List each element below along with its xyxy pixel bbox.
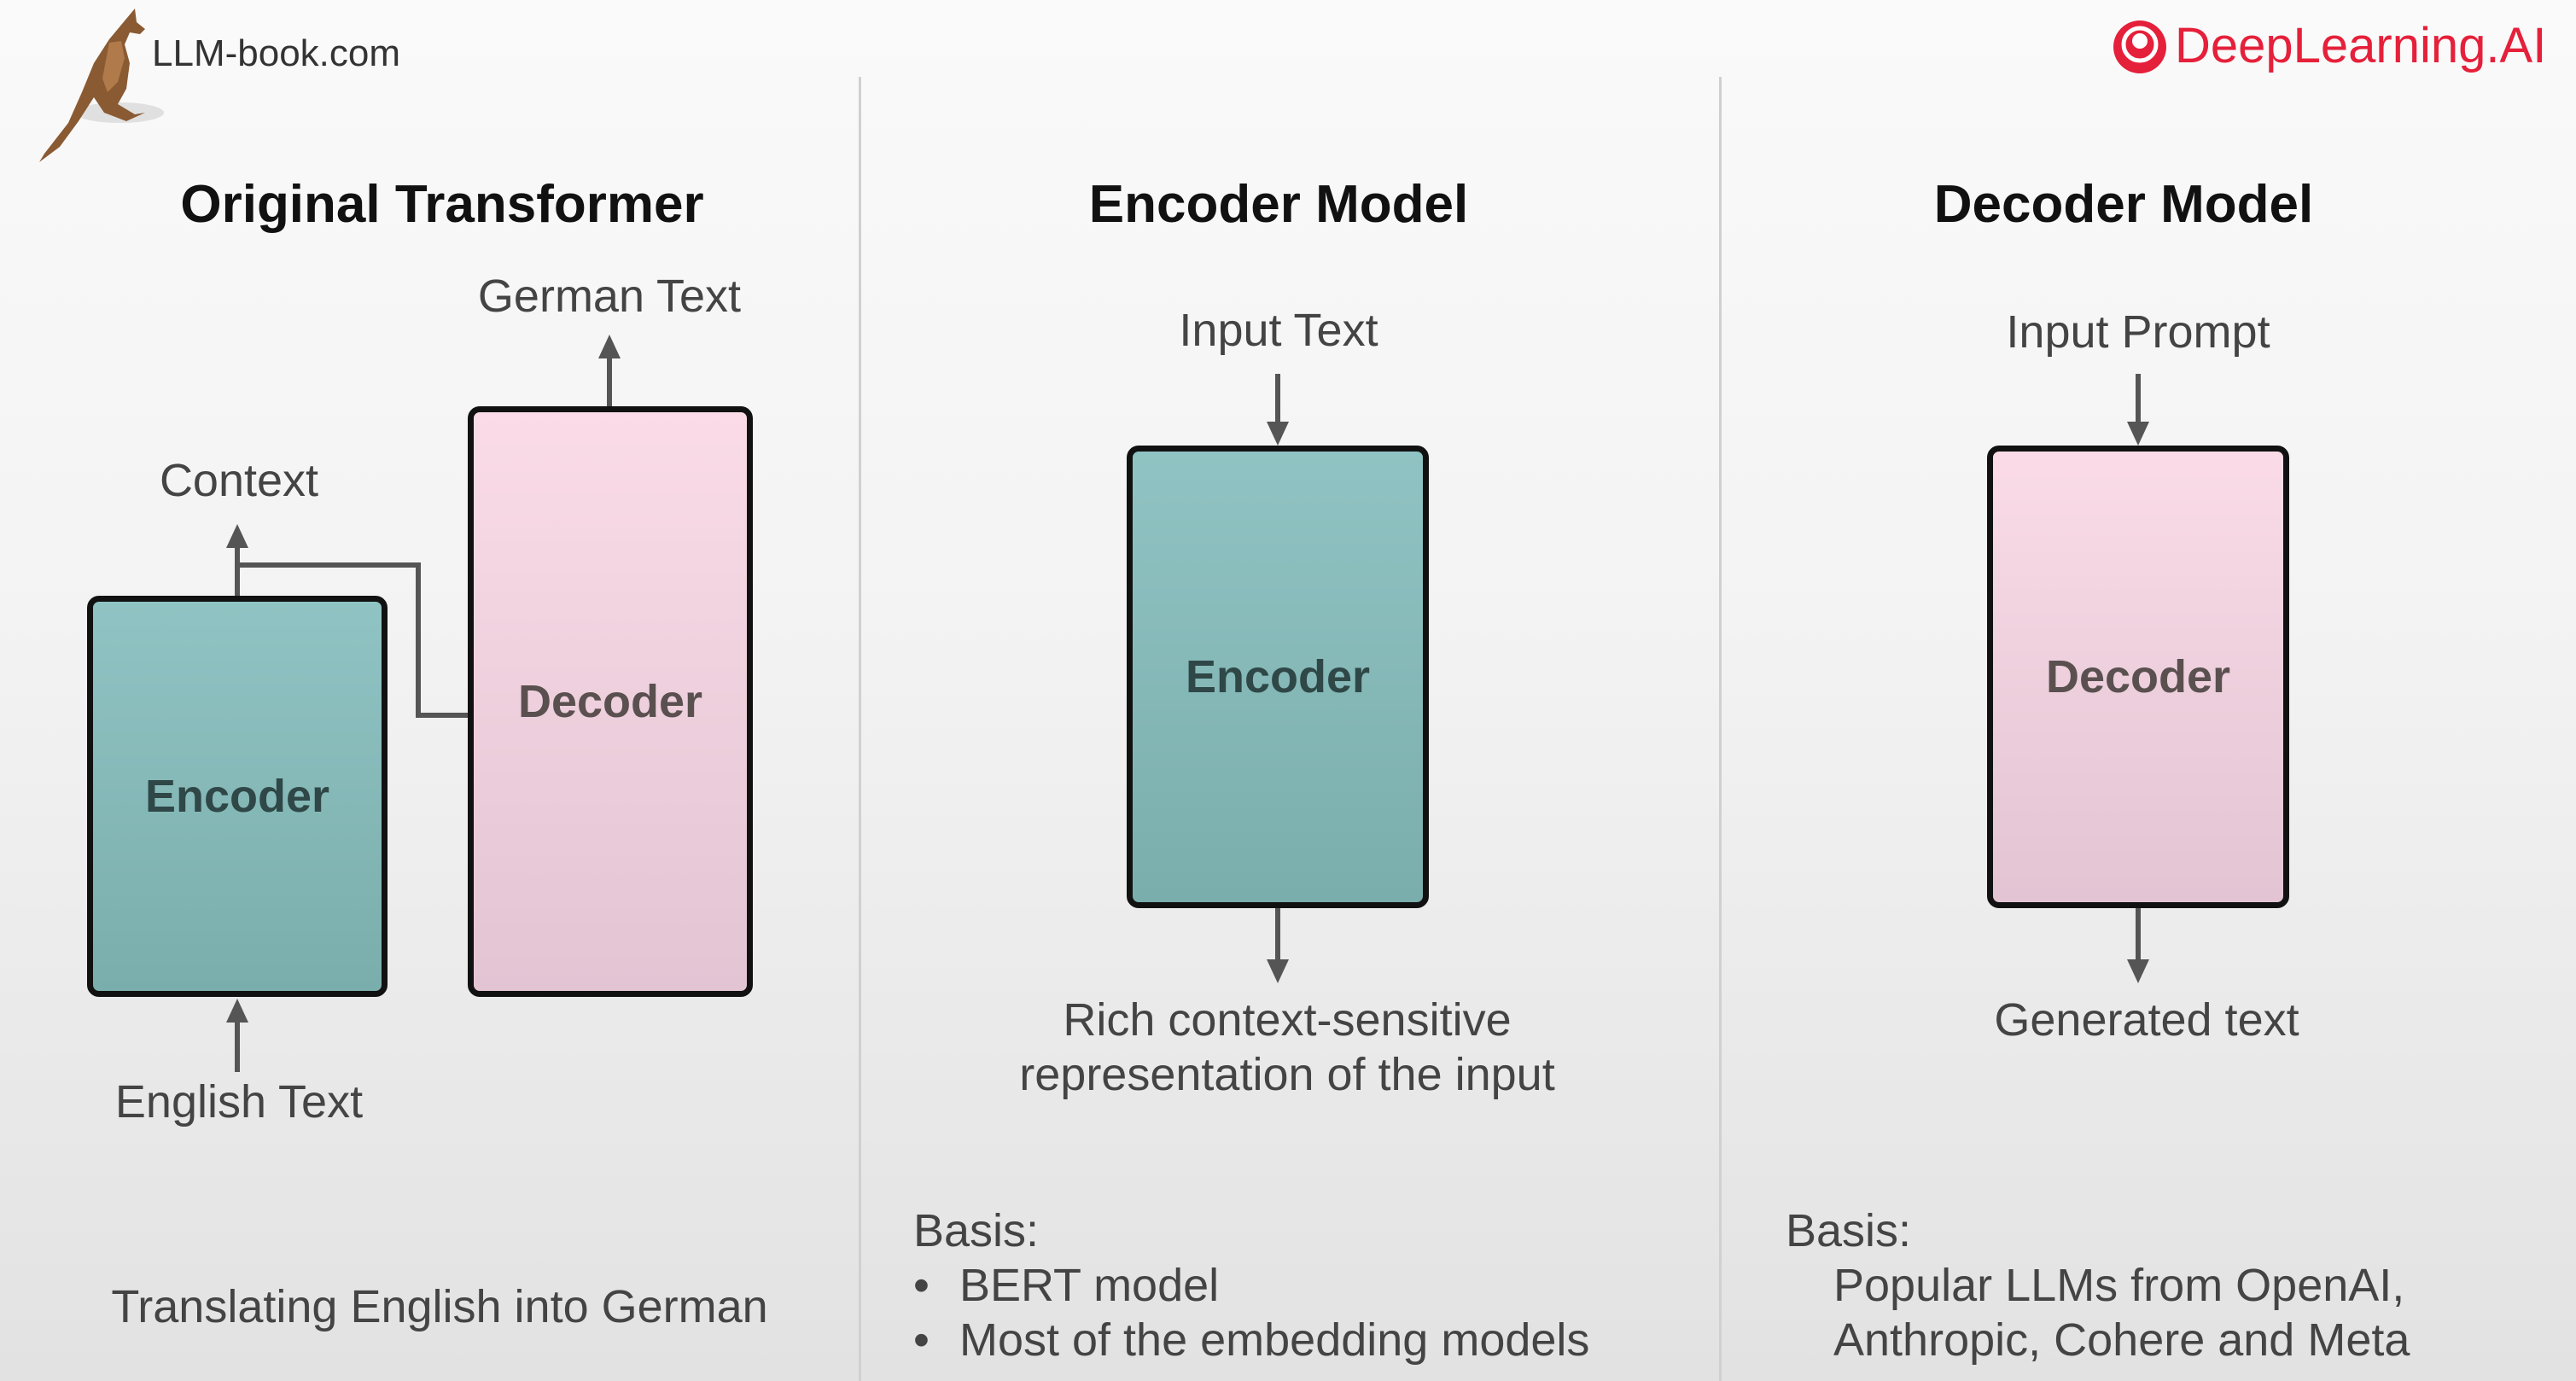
german-text-label: German Text <box>477 271 742 322</box>
decoder-basis-line2: Anthropic, Cohere and Meta <box>1833 1314 2410 1366</box>
arrowhead <box>1267 959 1289 983</box>
input-text-label: Input Text <box>1179 305 1378 356</box>
kangaroo-logo-icon <box>39 9 164 162</box>
original-caption: Translating English into German <box>111 1281 768 1332</box>
context-connector <box>237 562 469 718</box>
encoder-basis-list: BERT model Most of the embedding models <box>913 1258 1589 1367</box>
original-transformer-title: Original Transformer <box>180 175 704 234</box>
encoder-output-line1: Rich context-sensitive <box>1063 994 1512 1046</box>
encoder-model-title: Encoder Model <box>1088 175 1469 234</box>
input-prompt-label: Input Prompt <box>2006 306 2270 358</box>
decoder-model-title: Decoder Model <box>1933 175 2314 234</box>
decoder-basis-line1: Popular LLMs from OpenAI, <box>1833 1260 2405 1311</box>
decoder-model-box: Decoder <box>1987 446 2289 908</box>
decoder-basis-heading: Basis: <box>1786 1205 1912 1256</box>
encoder-output-line2: representation of the input <box>1019 1049 1555 1100</box>
panel-divider-2 <box>1719 77 1722 1381</box>
arrowhead <box>2127 422 2149 446</box>
arrowhead <box>1267 422 1289 446</box>
arrowhead <box>226 524 248 548</box>
arrowhead <box>226 999 248 1023</box>
encoder-basis-heading: Basis: <box>913 1205 1040 1256</box>
site-label: LLM-book.com <box>152 32 401 74</box>
generated-text-label: Generated text <box>1994 994 2299 1046</box>
original-encoder-box: Encoder <box>87 596 388 997</box>
list-item: Most of the embedding models <box>913 1313 1589 1367</box>
encoder-model-box-label: Encoder <box>1185 651 1371 702</box>
arrowhead <box>598 335 621 358</box>
english-text-label: English Text <box>114 1076 364 1128</box>
arrowhead <box>2127 959 2149 983</box>
list-item: BERT model <box>913 1258 1589 1313</box>
decoder-model-box-label: Decoder <box>2045 651 2231 702</box>
deeplearning-logo-icon <box>2113 20 2166 73</box>
original-decoder-label: Decoder <box>517 676 703 727</box>
original-encoder-label: Encoder <box>144 771 330 822</box>
brand-label: DeepLearning.AI <box>2175 18 2547 73</box>
original-decoder-box: Decoder <box>468 406 753 997</box>
context-label: Context <box>159 455 319 506</box>
encoder-model-box: Encoder <box>1127 446 1429 908</box>
panel-divider-1 <box>859 77 861 1381</box>
